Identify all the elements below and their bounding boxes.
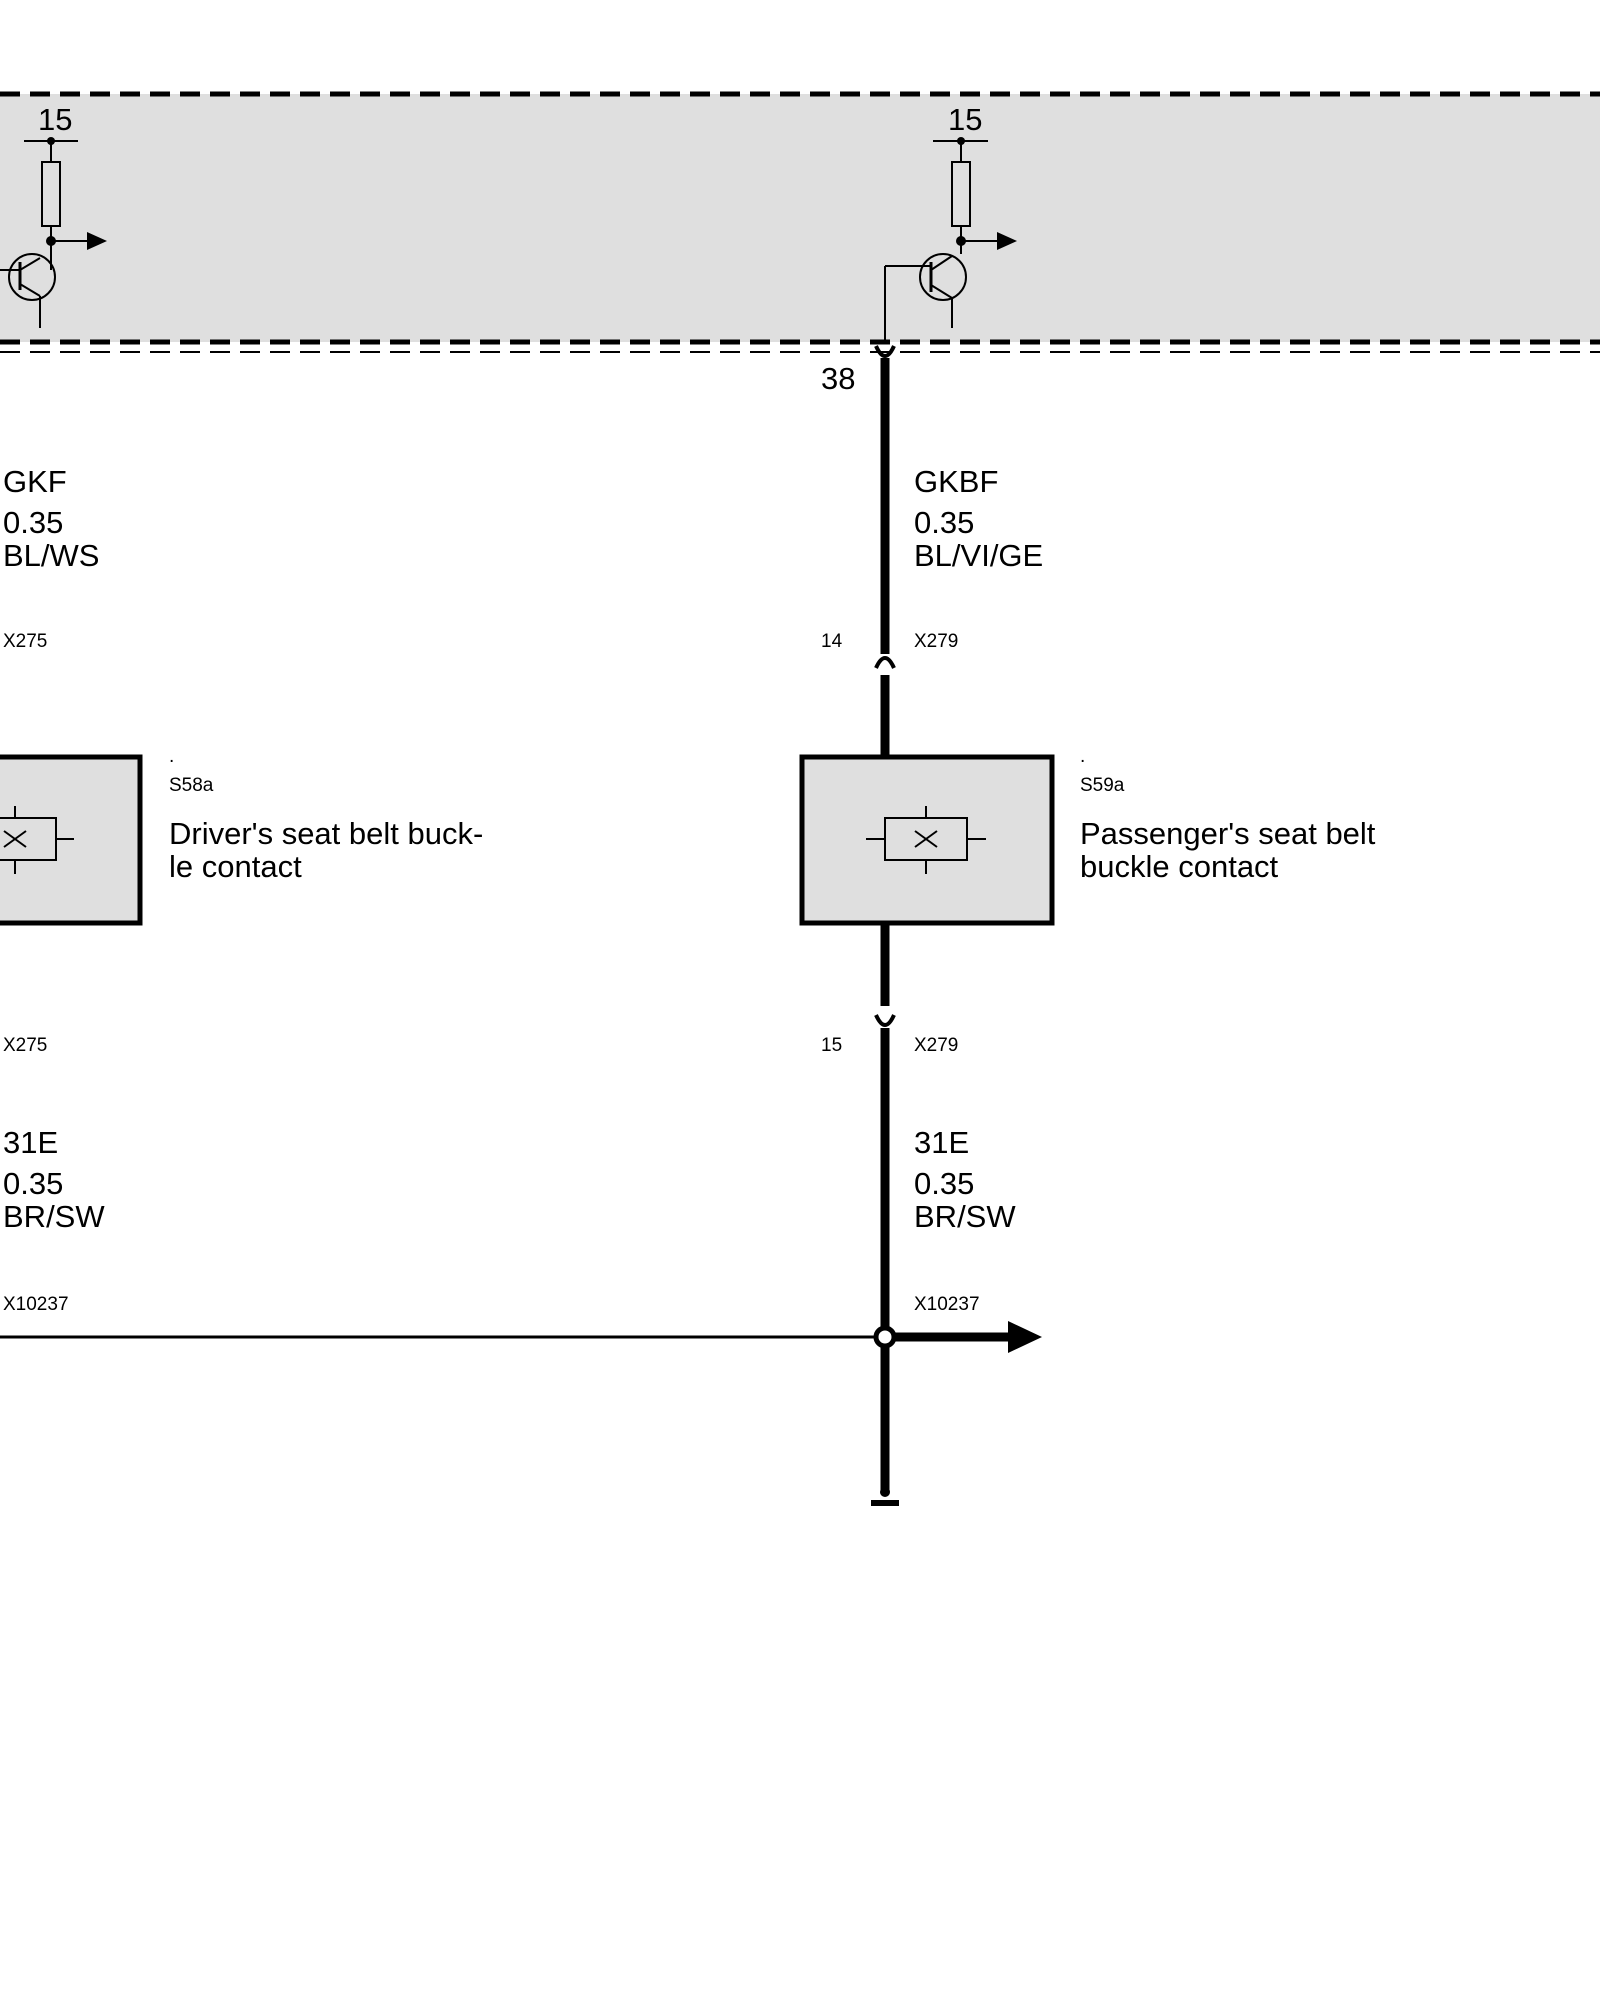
s59a-name-line2: buckle contact: [1080, 849, 1279, 884]
left-upper-wire-signal: GKF: [3, 464, 67, 499]
s59a-id: S59a: [1080, 775, 1125, 796]
left-transistor-icon: [8, 253, 56, 301]
s58a-switch-contact-icon: [3, 830, 27, 848]
left-circuit-labels: GKF 0.35 BL/WS X275 . S58a Driver's seat…: [3, 464, 483, 1315]
right-lower-wire-gauge: 0.35: [914, 1166, 974, 1201]
x279-upper-id: X279: [914, 631, 958, 652]
x279-lower-pin: 15: [821, 1035, 842, 1056]
left-lower-wire-color: BR/SW: [3, 1199, 105, 1234]
x279-lower-id: X279: [914, 1035, 958, 1056]
left-output-arrow-icon: [87, 232, 107, 250]
right-output-arrow-icon: [997, 232, 1017, 250]
ground-splice: [0, 1321, 1042, 1353]
x279-upper-pin: 14: [821, 631, 843, 652]
right-upper-wire-gauge: 0.35: [914, 505, 974, 540]
s58a-id: S58a: [169, 775, 214, 796]
module-pin-label: 38: [821, 361, 855, 396]
right-wire-run: 38: [821, 345, 899, 1506]
left-upper-wire-gauge: 0.35: [3, 505, 63, 540]
right-upper-wire-signal: GKBF: [914, 464, 998, 499]
x279-upper-connector-icon: [874, 656, 896, 669]
component-s59a: [799, 754, 1055, 926]
left-lower-wire-gauge: 0.35: [3, 1166, 63, 1201]
control-module-body: [0, 94, 1600, 342]
left-upper-wire-color: BL/WS: [3, 538, 99, 573]
left-splice-label: X10237: [3, 1294, 69, 1315]
s59a-switch-contact-icon: [914, 830, 938, 848]
left-lower-wire-signal: 31E: [3, 1125, 58, 1160]
right-lower-wire-signal: 31E: [914, 1125, 969, 1160]
left-driver-stage: 15: [0, 102, 107, 328]
control-module: 15 15: [0, 91, 1600, 353]
s58a-name-line2: le contact: [169, 849, 302, 884]
s59a-name-line1: Passenger's seat belt: [1080, 816, 1376, 851]
splice-arrow-icon: [1008, 1321, 1042, 1353]
right-upper-wire-color: BL/VI/GE: [914, 538, 1043, 573]
left-terminal-label: 15: [38, 102, 72, 137]
component-s58a: [0, 754, 143, 926]
s58a-dot: .: [169, 746, 174, 767]
s59a-dot: .: [1080, 746, 1085, 767]
left-upper-connector: X275: [3, 631, 47, 652]
right-transistor-icon: [919, 253, 967, 301]
right-driver-stage: 15: [884, 102, 1017, 342]
right-circuit-labels: GKBF 0.35 BL/VI/GE 14 X279 . S59a Passen…: [821, 464, 1376, 1315]
right-lower-wire-color: BR/SW: [914, 1199, 1016, 1234]
left-lower-connector: X275: [3, 1035, 47, 1056]
s58a-name-line1: Driver's seat belt buck-: [169, 816, 483, 851]
right-terminal-label: 15: [948, 102, 982, 137]
splice-node-icon: [873, 1325, 897, 1349]
right-splice-label: X10237: [914, 1294, 980, 1315]
module-pin-connector-icon: [874, 345, 896, 358]
x279-lower-connector-icon: [874, 1014, 896, 1027]
